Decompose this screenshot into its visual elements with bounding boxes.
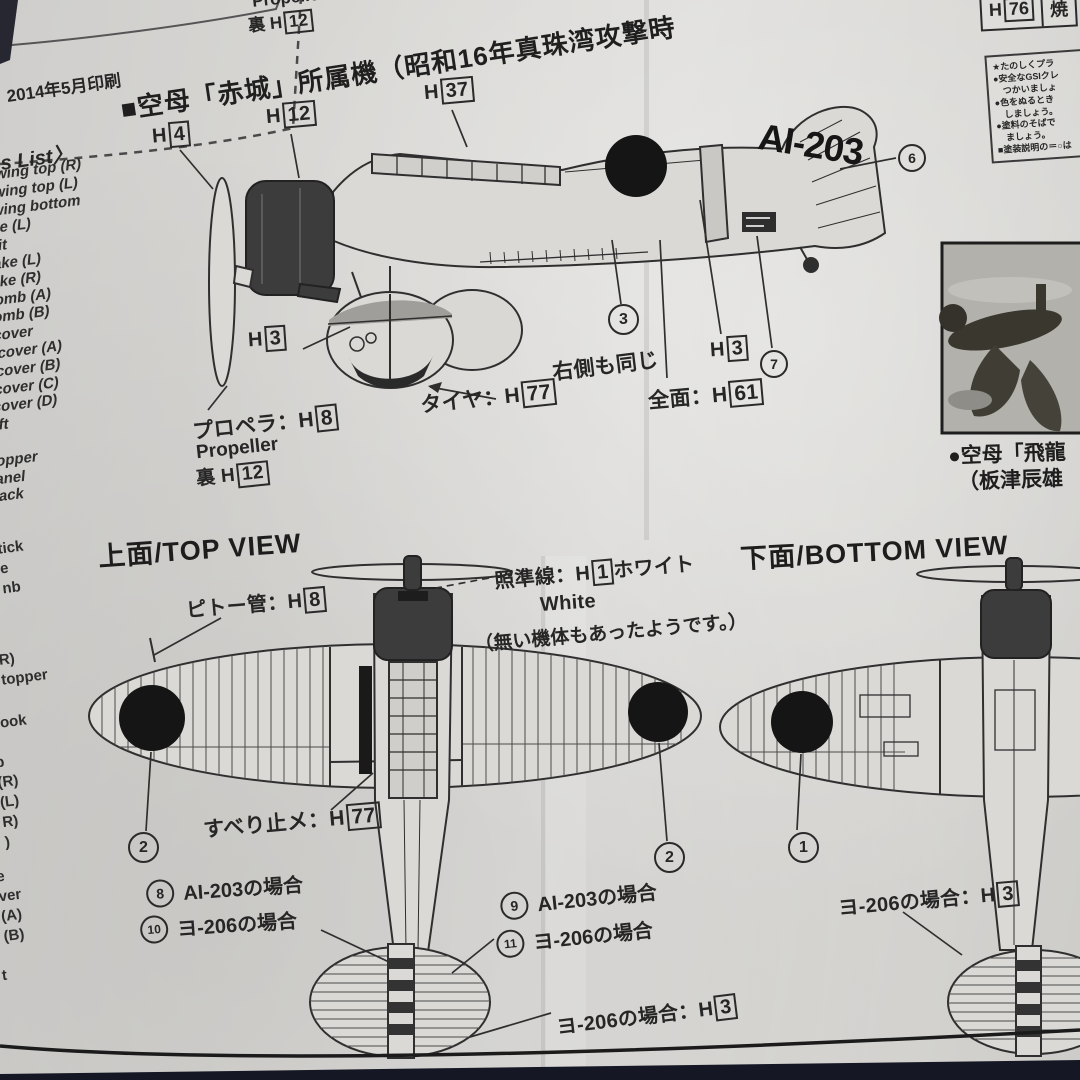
h3-fus-prefix: H [709, 338, 726, 362]
h76-number: 76 [1003, 0, 1035, 23]
callout-8: 8 [145, 878, 176, 908]
yo206-right-number: 3 [996, 880, 1020, 908]
prop-back-number: 12 [235, 460, 270, 489]
h12-prefix: H [265, 104, 282, 129]
zenmen-text: 全面：H [647, 383, 729, 413]
list-item: ook [0, 711, 28, 732]
h3-fus-number: 3 [725, 334, 750, 363]
callout-11: 11 [494, 927, 526, 959]
list-item: nb [1, 578, 22, 598]
paint-table-cell-yaki: 焼 [1040, 0, 1076, 27]
tire-number: 77 [520, 377, 558, 409]
callout-10: 10 [139, 914, 170, 944]
h76-prefix: H [988, 0, 1003, 21]
callout-9: 9 [498, 889, 530, 921]
side-view-leader-lines [179, 109, 897, 411]
list-item: ) [3, 833, 11, 851]
zenmen-number: 61 [728, 378, 765, 408]
propeller-number: 8 [314, 403, 340, 433]
panel-dashed-border [0, 0, 303, 166]
reference-photo [939, 241, 1080, 435]
callout-3: 3 [608, 304, 639, 335]
safety-notice-box: ★たのしくプラ●安全なGSIクレ つかいましょ●色をぬるとき しましょう。●塗料… [984, 48, 1080, 164]
callout-7: 7 [760, 350, 788, 378]
callout-2-right: 2 [654, 842, 685, 873]
h3-spat-prefix: H [247, 328, 264, 352]
fold-highlight [546, 556, 586, 1080]
fold-crease-top [644, 0, 649, 540]
prop-back-text: 裏 H [195, 464, 237, 490]
side-view-drawing [179, 105, 897, 411]
photo-edge-bottom [0, 1060, 1080, 1080]
fold-crease-bottom [541, 556, 545, 1080]
h3-spat-number: 3 [263, 324, 288, 353]
list-item: p [0, 753, 6, 772]
list-item: R) [1, 812, 20, 832]
list-item: tick [0, 537, 25, 558]
bottom-rule [0, 1028, 1080, 1058]
sight-suffix: ホワイト [612, 553, 696, 583]
list-item: (B) [2, 925, 26, 946]
h4-number: 4 [167, 120, 192, 149]
photo-edge-top-left [0, 0, 18, 64]
list-item: (L) [0, 792, 21, 812]
h4-prefix: H [151, 124, 168, 148]
panel-border-line [0, 0, 281, 47]
callout-1: 1 [788, 832, 819, 863]
top-view-drawing [88, 555, 702, 1059]
callout-6: 6 [898, 144, 926, 172]
photo-caption-line2: （板津辰雄 [957, 467, 1064, 494]
list-item: (R) [0, 771, 20, 792]
bottom-view-leader-lines [796, 753, 963, 956]
h37-prefix: H [423, 80, 440, 105]
top-view-leader-lines [145, 577, 668, 1038]
h12-number: 12 [281, 99, 317, 129]
antislip-number: 77 [345, 801, 382, 832]
back-label-number: 12 [283, 8, 315, 35]
label-sight-white: White [539, 590, 597, 616]
parts-list-fragment-4: ook [0, 710, 28, 733]
sight-number: 1 [591, 558, 615, 587]
pitot-number: 8 [303, 585, 327, 614]
back-label-text: 裏 H [247, 12, 284, 36]
yo206-bottom-number: 3 [713, 993, 739, 1022]
bottom-view-drawing [719, 557, 1080, 1057]
h37-number: 37 [439, 75, 475, 105]
parts-list-fragment-3: R)topper [0, 645, 49, 690]
callout-2-left: 2 [128, 832, 159, 863]
